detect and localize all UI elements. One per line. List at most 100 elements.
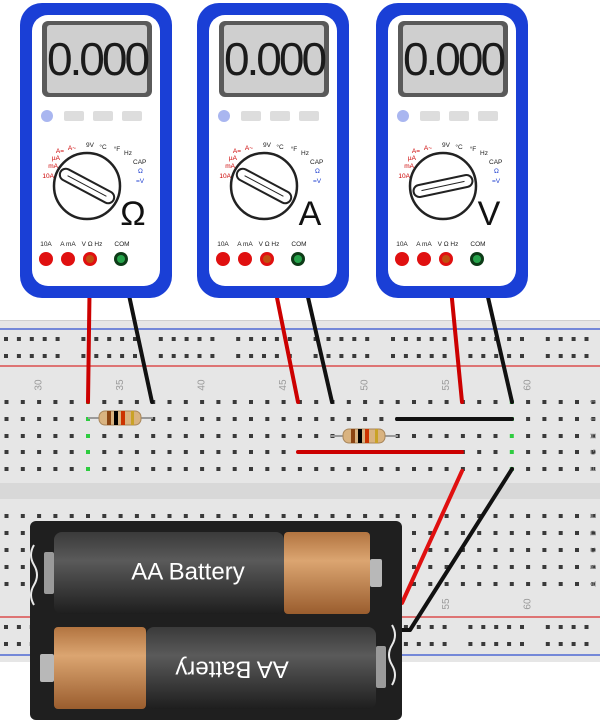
breadboard-hole (134, 514, 139, 518)
breadboard-hole (281, 514, 286, 518)
breadboard-hole (346, 514, 351, 518)
rail-hole (352, 354, 357, 358)
row-letter: F (589, 466, 598, 471)
breadboard-hole (575, 531, 579, 535)
breadboard-hole (134, 467, 139, 471)
breadboard-hole (297, 467, 302, 471)
breadboard-hole (281, 400, 286, 404)
breadboard-hole (151, 514, 156, 518)
breadboard-hole (558, 450, 563, 454)
rail-hole (236, 354, 241, 358)
rail-hole (468, 625, 473, 629)
breadboard-hole (558, 467, 563, 471)
rail-hole (545, 625, 550, 629)
rail-hole (545, 337, 550, 341)
input-jack-com-center (473, 255, 481, 263)
rail-hole (429, 642, 434, 646)
rail-hole (326, 354, 331, 358)
dial-label: °C (455, 143, 463, 151)
breadboard-hole (69, 417, 74, 421)
breadboard-hole (249, 417, 253, 421)
breadboard-hole (363, 400, 368, 404)
dial-label: 10A (398, 173, 410, 180)
breadboard-hole (330, 467, 335, 471)
breadboard-hole (363, 417, 368, 421)
breadboard-hole (477, 450, 482, 454)
battery-cell-bottom: AA Battery (40, 627, 386, 709)
breadboard-hole (477, 434, 482, 438)
breadboard-hole (20, 450, 25, 454)
input-jack-red (238, 252, 252, 266)
breadboard-hole (542, 514, 547, 518)
breadboard-hole (69, 467, 74, 471)
breadboard-hole (151, 467, 156, 471)
rail-hole (494, 625, 499, 629)
breadboard-hole (493, 565, 498, 569)
rail-hole (210, 354, 215, 358)
breadboard-hole (20, 467, 25, 471)
breadboard-hole (575, 565, 579, 569)
breadboard-hole (509, 548, 514, 552)
rail-hole (507, 337, 512, 341)
breadboard-hole (542, 450, 547, 454)
rail-hole (365, 354, 370, 358)
rail-hole (520, 625, 524, 629)
rail-hole (481, 642, 486, 646)
rail-hole (545, 642, 550, 646)
breadboard-hole (281, 434, 286, 438)
breadboard-hole (281, 450, 286, 454)
rail-hole (584, 625, 589, 629)
breadboard-hole (4, 531, 9, 535)
breadboard-hole (460, 514, 465, 518)
rail-hole (4, 625, 8, 629)
rail-hole (416, 625, 421, 629)
dial-label: Ω (138, 168, 143, 175)
rail-hole (520, 354, 524, 358)
rail-hole (29, 354, 34, 358)
lcd-reading: 0.000 (403, 33, 505, 85)
breadboard-hole (167, 434, 172, 438)
rail-hole (571, 642, 576, 646)
breadboard-hole (526, 450, 531, 454)
breadboard-hole (526, 548, 531, 552)
power-button (218, 110, 230, 122)
breadboard-hole (167, 450, 172, 454)
breadboard-hole (542, 548, 547, 552)
jack-label: COM (470, 241, 485, 248)
breadboard-hole (20, 582, 25, 586)
jack-label: 10A (217, 241, 229, 248)
breadboard-hole (558, 565, 563, 569)
rail-hole (339, 354, 344, 358)
battery-cell-bottom-label: AA Battery (175, 656, 288, 683)
breadboard-hole (509, 514, 514, 518)
breadboard-hole (428, 400, 433, 404)
breadboard-hole (314, 417, 319, 421)
dial-label: A= (56, 148, 64, 155)
breadboard-hole (200, 450, 205, 454)
column-number: 35 (115, 379, 126, 391)
breadboard-hole (493, 400, 498, 404)
rail-hole (42, 337, 47, 341)
breadboard-hole (477, 467, 482, 471)
breadboard-hole (69, 400, 74, 404)
rail-hole (442, 337, 447, 341)
breadboard-hole (151, 417, 156, 421)
rail-hole (416, 354, 421, 358)
breadboard-hole (314, 400, 319, 404)
rail-hole (481, 337, 486, 341)
dial-label: 10A (42, 173, 54, 180)
dial-label: 9V (263, 142, 272, 149)
rail-hole (365, 337, 370, 341)
battery-cell-top: AA Battery (44, 532, 382, 614)
input-jack-red (39, 252, 53, 266)
breadboard-hole (102, 467, 107, 471)
breadboard-hole (281, 467, 286, 471)
breadboard-hole (167, 400, 172, 404)
column-number: 55 (441, 598, 452, 610)
breadboard-hole (493, 467, 498, 471)
rail-hole (249, 354, 254, 358)
breadboard-hole (477, 548, 482, 552)
lcd-screen (224, 25, 324, 93)
function-button (122, 111, 142, 121)
